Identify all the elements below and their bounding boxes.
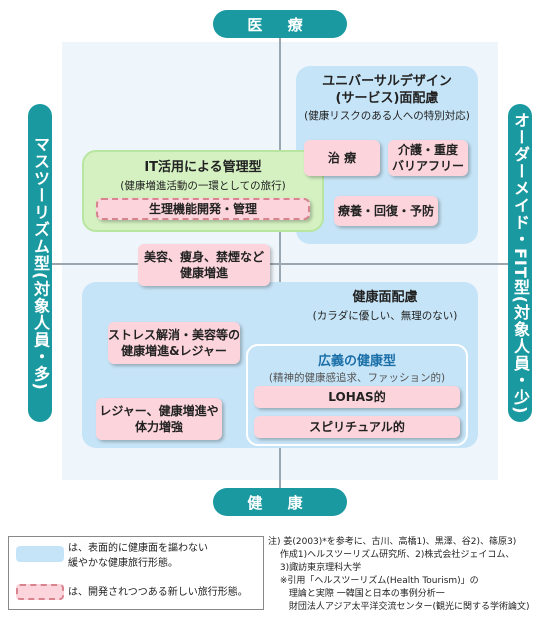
- broad-health-title: 広義の健康型: [317, 354, 396, 369]
- spiritual-item: スピリチュアル的: [254, 416, 460, 438]
- source-note: 注) 姜(2003)*を参考に、古川、高橋1)、黒澤、谷2)、篠原3) 作成1)…: [268, 537, 530, 613]
- legend-blue-text: は、表面的に健康面を謳わない 緩やかな健康旅行形態。: [68, 543, 208, 569]
- legend-blue-swatch: [16, 546, 64, 562]
- nursing-barrier-free-item: 介護・重度 バリアフリー: [388, 140, 468, 176]
- horizontal-axis-line: [40, 263, 520, 265]
- beauty-slimming-item: 美容、痩身、禁煙など 健康増進: [138, 244, 270, 286]
- health-consideration-title: 健康面配慮: [352, 290, 418, 305]
- health-consideration-subtitle: (カラダに優しい、無理のない): [312, 310, 458, 322]
- lohas-item: LOHAS的: [254, 386, 460, 408]
- universal-design-subtitle: (健康リスクのある人への特別対応): [304, 110, 470, 122]
- axis-left-label: マスツーリズム型(対象人員・多): [28, 104, 52, 422]
- broad-health-subtitle: (精神的健康感追求、ファッション的): [268, 372, 446, 384]
- leisure-fitness-item: レジャー、健康増進や 体力増強: [96, 398, 222, 440]
- recuperation-item: 療養・回復・予防: [334, 196, 438, 226]
- universal-design-title: ユニバーサルデザイン (サービス)面配慮: [322, 74, 452, 106]
- physiological-management-item: 生理機能開発・管理: [96, 198, 310, 220]
- vertical-axis-line: [279, 30, 281, 500]
- treatment-item: 治 療: [304, 140, 380, 176]
- legend-pink-text: は、開発されつつある新しい旅行形態。: [68, 587, 248, 598]
- axis-bottom-label: 健 康: [213, 488, 347, 516]
- broad-health-group: [246, 344, 468, 446]
- axis-right-label: オーダーメイド・FIT型(対象人員・少): [508, 104, 532, 422]
- legend-box: [8, 536, 264, 610]
- axis-top-label: 医 療: [213, 10, 347, 38]
- it-management-title: IT活用による管理型: [144, 160, 262, 175]
- legend-pink-swatch: [16, 584, 64, 600]
- it-management-subtitle: (健康増進活動の一環としての旅行): [120, 180, 286, 192]
- stress-relief-item: ストレス解消・美容等の 健康増進&レジャー: [108, 322, 240, 364]
